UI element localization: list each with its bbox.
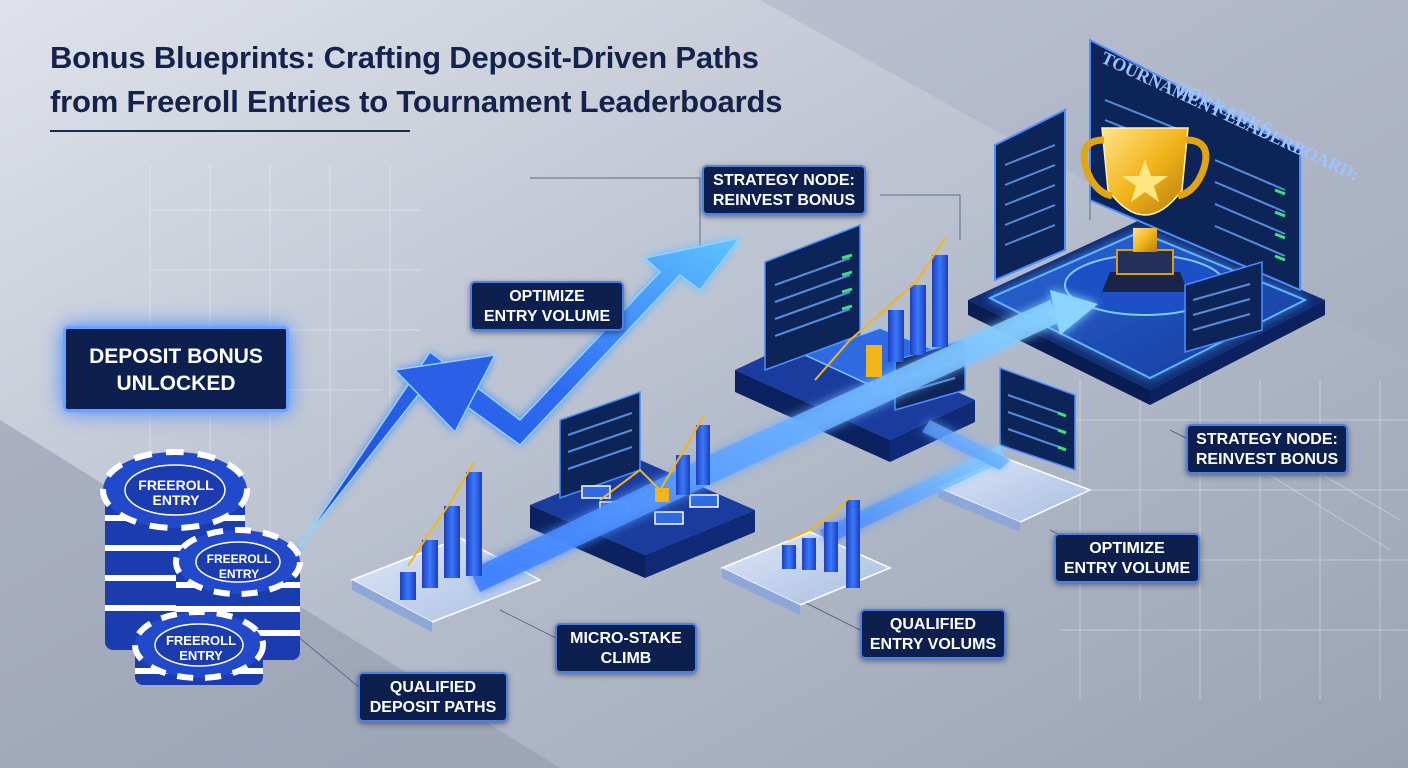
bar-chart-center <box>599 414 710 502</box>
chip-label-front: FREEROLL ENTRY <box>156 633 246 663</box>
chip-label-middle-line2: ENTRY <box>218 567 260 581</box>
micro-stake-line1: MICRO-STAKE <box>570 630 682 647</box>
mini-leaderboard-screens <box>999 260 1263 472</box>
title-underline <box>50 130 410 132</box>
strategy-top-line1: STRATEGY NODE: <box>713 172 855 189</box>
deposit-bonus-unlocked-label: DEPOSIT BONUS UNLOCKED <box>63 326 289 412</box>
poker-chip-icon <box>100 449 303 685</box>
bar-chart-upper <box>814 237 948 381</box>
chip-label-back-line2: ENTRY <box>152 492 200 508</box>
bar-chart-right-low <box>782 494 860 588</box>
strategy-right-line2: REINVEST BONUS <box>1195 451 1339 468</box>
bar-chart-icon <box>400 237 948 600</box>
optimize-right-line1: OPTIMIZE <box>1089 540 1165 557</box>
optimize-entry-volume-label-top: OPTIMIZE ENTRY VOLUME <box>470 281 624 331</box>
qualified-entry-line1: QUALIFIED <box>889 616 977 633</box>
chip-label-middle-line1: FREEROLL <box>206 552 272 566</box>
chip-stack-back <box>100 449 250 650</box>
chip-label-middle: FREEROLL ENTRY <box>196 552 282 582</box>
micro-stake-line2: CLIMB <box>600 650 652 667</box>
bar-chart-left <box>400 461 482 600</box>
chip-label-back-line1: FREEROLL <box>138 477 214 493</box>
deposit-bonus-line1: DEPOSIT BONUS <box>89 345 263 368</box>
trophy-icon <box>1080 127 1210 292</box>
glowing-deposit-path <box>470 290 1098 592</box>
strategy-node-label-right: STRATEGY NODE: REINVEST BONUS <box>1186 424 1348 474</box>
qualified-entry-line2: ENTRY VOLUMS <box>869 636 997 653</box>
leaderboard-screen-icon <box>994 38 1301 292</box>
chip-label-front-line2: ENTRY <box>179 648 223 663</box>
chip-label-front-line1: FREEROLL <box>165 633 237 648</box>
strategy-right-line1: STRATEGY NODE: <box>1196 431 1338 448</box>
chip-stack-front <box>132 609 266 685</box>
micro-stake-climb-label: MICRO-STAKE CLIMB <box>555 623 697 673</box>
chip-stack-middle <box>173 527 303 660</box>
qualified-deposit-line1: QUALIFIED <box>389 679 477 696</box>
deposit-bonus-line2: UNLOCKED <box>116 372 236 395</box>
qualified-deposit-paths-label: QUALIFIED DEPOSIT PATHS <box>358 672 508 722</box>
qualified-entry-volumes-label: QUALIFIED ENTRY VOLUMS <box>860 609 1006 659</box>
page-title-line1: Bonus Blueprints: Crafting Deposit-Drive… <box>50 40 759 75</box>
qualified-deposit-line2: DEPOSIT PATHS <box>369 699 497 716</box>
chip-label-back: FREEROLL ENTRY <box>128 478 224 508</box>
page-title-line2: from Freeroll Entries to Tournament Lead… <box>50 84 783 119</box>
optimize-right-line2: ENTRY VOLUME <box>1063 560 1191 577</box>
strategy-top-line2: REINVEST BONUS <box>712 192 856 209</box>
optimize-entry-volume-label-right: OPTIMIZE ENTRY VOLUME <box>1054 533 1200 583</box>
optimize-top-line1: OPTIMIZE <box>509 288 585 305</box>
optimize-top-line2: ENTRY VOLUME <box>483 308 611 325</box>
strategy-node-label-top: STRATEGY NODE: REINVEST BONUS <box>702 165 866 215</box>
